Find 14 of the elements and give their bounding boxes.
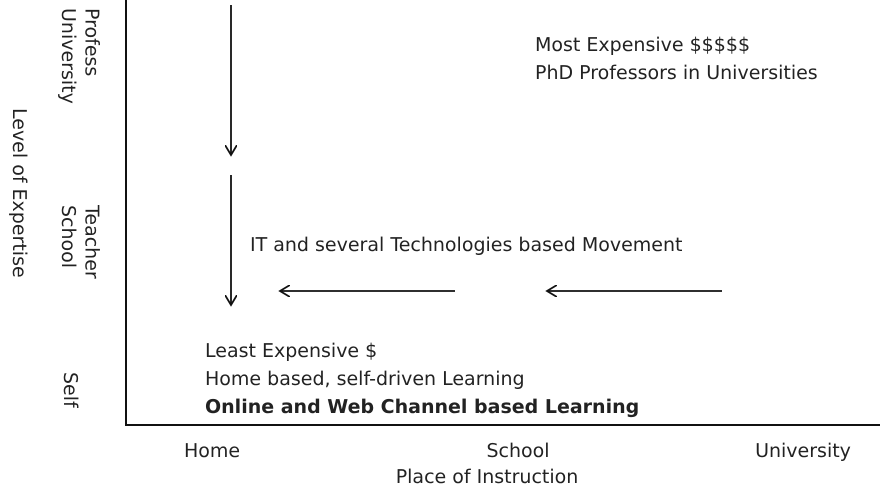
- annotation-text: Home based, self-driven Learning: [205, 368, 525, 392]
- axis-tick-label: Self: [58, 372, 81, 408]
- axis-tick-label: University: [755, 440, 851, 464]
- annotation-text: Least Expensive $: [205, 340, 378, 364]
- axis-tick-label: School: [486, 440, 550, 464]
- annotation-text: Most Expensive $$$$$: [535, 34, 750, 58]
- axis-tick-label: University Profess: [56, 8, 102, 106]
- axis-title: Level of Expertise: [6, 108, 30, 278]
- axis-tick-label: School Teacher: [56, 205, 102, 281]
- axis-tick-label: Home: [184, 440, 240, 464]
- axis-title: Place of Instruction: [396, 466, 578, 490]
- annotation-text: Online and Web Channel based Learning: [205, 396, 640, 420]
- annotation-text: PhD Professors in Universities: [535, 62, 818, 86]
- annotation-text: IT and several Technologies based Movement: [250, 234, 682, 258]
